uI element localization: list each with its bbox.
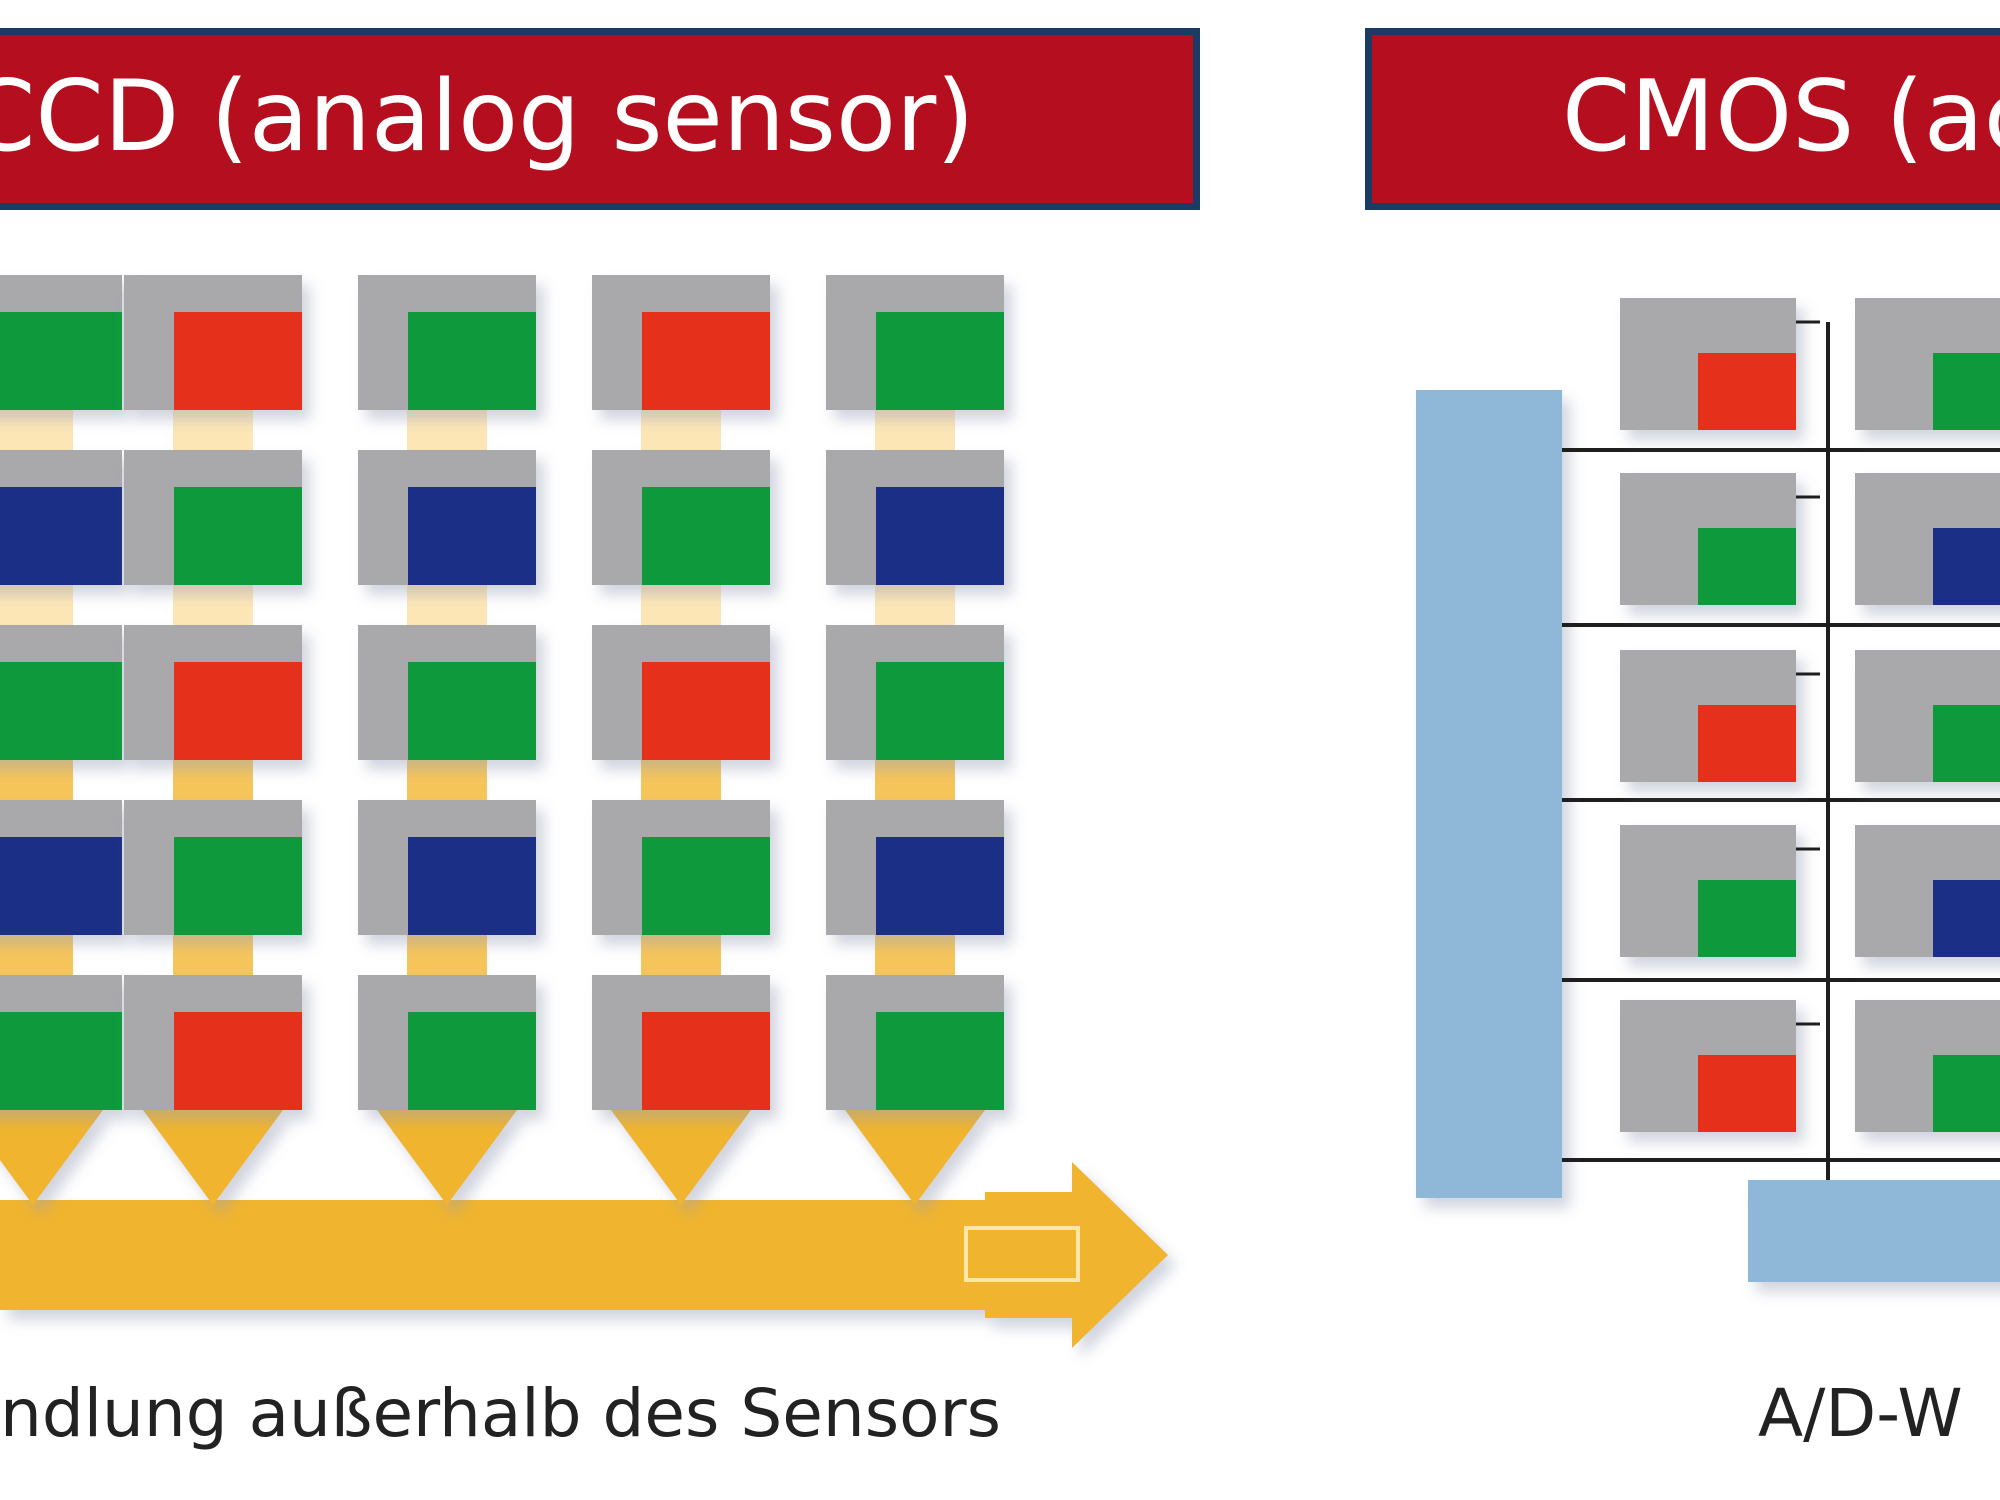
ccd-transfer-gate (641, 585, 721, 625)
ccd-color-filter-green (642, 487, 770, 585)
ccd-transfer-gate (875, 585, 955, 625)
ccd-color-filter-red (642, 312, 770, 410)
ccd-transfer-gate (641, 760, 721, 800)
ccd-transfer-gate (407, 410, 487, 450)
ccd-color-filter-blue (876, 837, 1004, 935)
ccd-color-filter-green (876, 1012, 1004, 1110)
ccd-color-filter-red (642, 1012, 770, 1110)
ccd-down-arrow (611, 1110, 751, 1205)
ccd-transfer-gate (0, 760, 73, 800)
cmos-row-decoder (1416, 390, 1562, 1198)
ccd-color-filter-blue (0, 837, 122, 935)
ccd-caption: ndlung außerhalb des Sensors (0, 1375, 1001, 1452)
ccd-color-filter-green (0, 1012, 122, 1110)
ccd-color-filter-red (174, 662, 302, 760)
ccd-down-arrow (845, 1110, 985, 1205)
ccd-color-filter-green (408, 312, 536, 410)
ccd-color-filter-green (408, 1012, 536, 1110)
cmos-color-filter-red (1698, 1055, 1796, 1132)
ccd-title: CCD (analog sensor) (0, 60, 975, 174)
cmos-color-filter-red (1698, 705, 1796, 782)
ccd-transfer-gate (173, 760, 253, 800)
ccd-transfer-gate (173, 585, 253, 625)
ccd-transfer-gate (407, 585, 487, 625)
ccd-color-filter-green (174, 837, 302, 935)
cmos-color-filter-green (1698, 880, 1796, 957)
ccd-title-banner: CCD (analog sensor) (0, 28, 1200, 210)
ccd-color-filter-red (642, 662, 770, 760)
ccd-transfer-gate (875, 760, 955, 800)
ccd-color-filter-green (408, 662, 536, 760)
cmos-title: CMOS (act (1562, 60, 2000, 174)
ccd-color-filter-green (0, 662, 122, 760)
ccd-color-filter-red (174, 312, 302, 410)
cmos-color-filter-red (1698, 353, 1796, 430)
ccd-transfer-gate (407, 935, 487, 975)
ccd-transfer-gate (173, 935, 253, 975)
ccd-down-arrow (143, 1110, 283, 1205)
ccd-color-filter-blue (876, 487, 1004, 585)
cmos-title-banner: CMOS (act (1365, 28, 2000, 210)
ccd-transfer-gate (173, 410, 253, 450)
ccd-color-filter-blue (0, 487, 122, 585)
ccd-transfer-gate (0, 410, 73, 450)
cmos-color-filter-green (1698, 528, 1796, 605)
ccd-sensor (0, 275, 1168, 1348)
ccd-transfer-gate (407, 760, 487, 800)
ccd-color-filter-green (876, 662, 1004, 760)
ccd-transfer-gate (875, 410, 955, 450)
ccd-transfer-gate (875, 935, 955, 975)
cmos-caption: A/D-W (1758, 1375, 1963, 1452)
cmos-sensor (1416, 298, 2000, 1282)
ccd-readout-arrow (0, 1162, 1168, 1348)
ccd-transfer-gate (0, 935, 73, 975)
ccd-color-filter-blue (408, 837, 536, 935)
ccd-color-filter-green (642, 837, 770, 935)
cmos-color-filter-blue (1933, 880, 2000, 957)
ccd-color-filter-red (174, 1012, 302, 1110)
ccd-down-arrow (377, 1110, 517, 1205)
ccd-transfer-gate (641, 410, 721, 450)
cmos-color-filter-blue (1933, 528, 2000, 605)
ccd-color-filter-green (174, 487, 302, 585)
ccd-readout-arrow-outline (964, 1226, 1080, 1282)
ccd-color-filter-green (876, 312, 1004, 410)
ccd-transfer-gate (641, 935, 721, 975)
cmos-color-filter-green (1933, 1055, 2000, 1132)
cmos-color-filter-green (1933, 705, 2000, 782)
ccd-color-filter-green (0, 312, 122, 410)
ccd-down-arrow (0, 1110, 103, 1205)
ccd-transfer-gate (0, 585, 73, 625)
cmos-color-filter-green (1933, 353, 2000, 430)
ccd-color-filter-blue (408, 487, 536, 585)
cmos-column-readout (1748, 1180, 2000, 1282)
